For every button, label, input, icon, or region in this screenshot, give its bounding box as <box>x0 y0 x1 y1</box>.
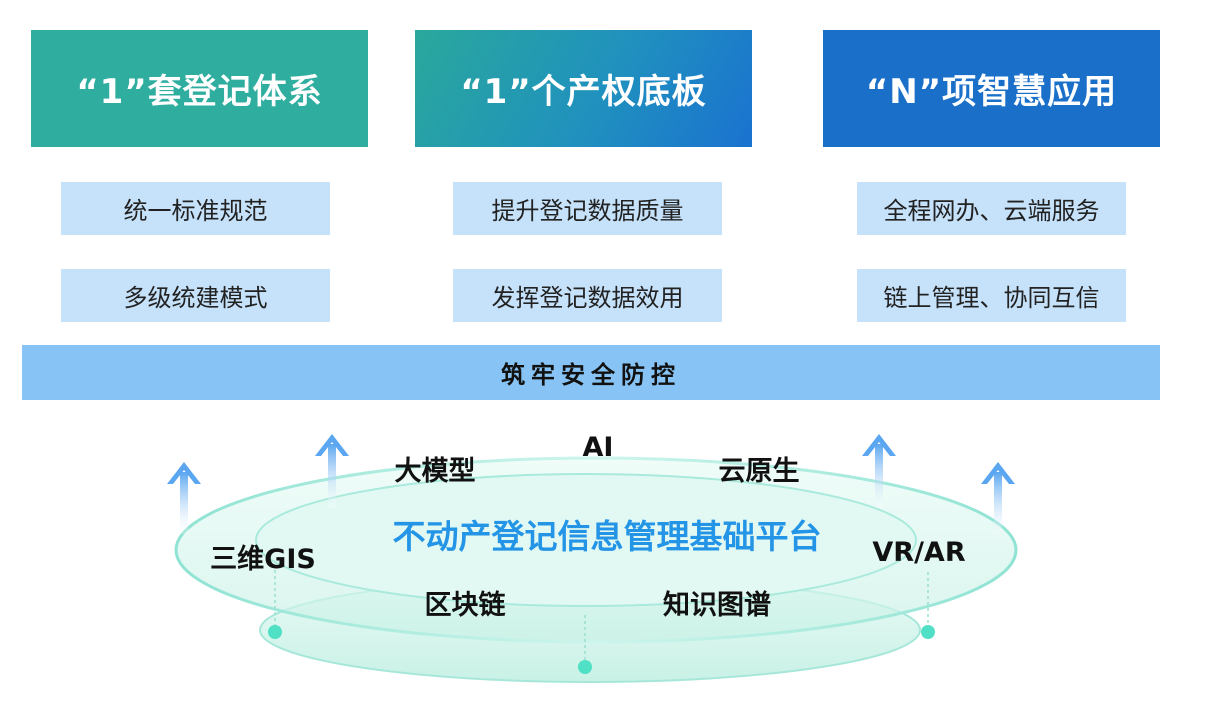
platform-graphic <box>167 434 1018 683</box>
item-online-cloud-service: 全程网办、云端服务 <box>857 182 1126 235</box>
tech-knowledge-graph: 知识图谱 <box>663 590 771 621</box>
header-registration-system: “1”套登记体系 <box>31 30 368 147</box>
item-improve-data-quality: 提升登记数据质量 <box>453 182 722 235</box>
item-unified-standards: 统一标准规范 <box>61 182 330 235</box>
security-bar: 筑牢安全防控 <box>22 345 1160 400</box>
node-dot-right <box>921 625 935 639</box>
tech-vr-ar: VR/AR <box>872 537 966 568</box>
tech-cloud-native: 云原生 <box>718 456 800 487</box>
up-arrow-icon <box>862 434 896 508</box>
header-property-base: “1”个产权底板 <box>415 30 752 147</box>
tech-llm: 大模型 <box>394 456 476 487</box>
tech-blockchain: 区块链 <box>424 590 506 621</box>
node-dot-center <box>578 660 592 674</box>
inner-disc <box>255 473 917 607</box>
up-arrow-icon <box>167 462 201 534</box>
item-data-utility: 发挥登记数据效用 <box>453 269 722 322</box>
platform-title: 不动产登记信息管理基础平台 <box>392 517 822 556</box>
up-arrow-icon <box>315 434 349 508</box>
up-arrow-icon <box>981 462 1015 534</box>
node-dot-left <box>268 625 282 639</box>
header-smart-applications: “N”项智慧应用 <box>823 30 1160 147</box>
item-chain-collaboration: 链上管理、协同互信 <box>857 269 1126 322</box>
tech-ai: AI <box>582 432 614 463</box>
item-multilevel-build: 多级统建模式 <box>61 269 330 322</box>
tech-3d-gis: 三维GIS <box>210 544 316 575</box>
